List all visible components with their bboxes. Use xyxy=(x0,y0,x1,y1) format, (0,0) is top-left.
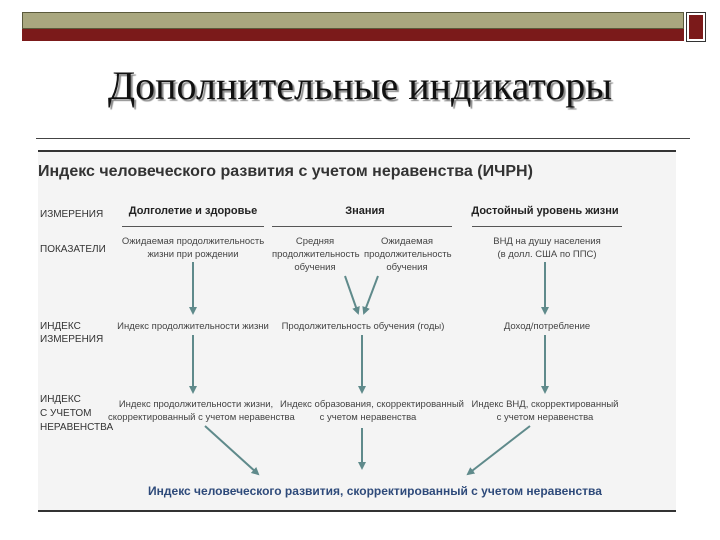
title-divider xyxy=(36,138,690,139)
index-health: Индекс продолжительности жизни xyxy=(117,321,269,332)
indicator-knowledge-mean-line-1: Средняя xyxy=(295,236,335,247)
slide-title: Дополнительные индикаторы xyxy=(107,63,613,108)
indicator-knowledge-mean: Средняя продолжительность обучения xyxy=(272,235,360,274)
header-bar-maroon xyxy=(22,29,684,41)
adjusted-index-knowledge: Индекс образования, скорректированный с … xyxy=(280,398,464,424)
dimension-knowledge: Знания xyxy=(345,205,385,217)
dimension-living: Достойный уровень жизни xyxy=(471,205,619,217)
row-label-indicators: ПОКАЗАТЕЛИ xyxy=(40,244,106,255)
adjusted-index-living-line-1: Индекс ВНД, скорректированный xyxy=(471,399,619,410)
diagram-panel xyxy=(38,150,676,512)
row-label-ineq-3: НЕРАВЕНСТВА xyxy=(40,422,114,433)
indicator-health-line-1: Ожидаемая продолжительность xyxy=(121,236,265,247)
arrow-health-adjusted-to-result xyxy=(204,425,260,476)
row-label-ineq-1: ИНДЕКС xyxy=(40,394,81,405)
adjusted-index-living-line-2: с учетом неравенства xyxy=(496,412,594,423)
adjusted-index-knowledge-line-2: с учетом неравенства xyxy=(319,412,417,423)
dimension-health: Долголетие и здоровье xyxy=(128,205,258,217)
result-index: Индекс человеческого развития, скорректи… xyxy=(148,484,602,498)
row-label-ineq-2: С УЧЕТОМ xyxy=(40,408,92,419)
dimension-knowledge-underline xyxy=(272,226,452,227)
indicator-knowledge-expected: Ожидаемая продолжительность обучения xyxy=(364,235,452,274)
adjusted-index-health-line-2: скорректированный с учетом неравенства xyxy=(108,412,295,423)
diagram-heading: Индекс человеческого развития с учетом н… xyxy=(38,163,533,180)
adjusted-index-living: Индекс ВНД, скорректированный с учетом н… xyxy=(470,398,620,424)
arrow-knowledge-expected-to-index xyxy=(362,275,379,315)
adjusted-index-health-line-1: Индекс продолжительности жизни, xyxy=(118,399,274,410)
header-square-decoration xyxy=(686,12,706,42)
row-label-index-2: ИЗМЕРЕНИЯ xyxy=(40,334,104,345)
indicator-knowledge-expected-line-3: обучения xyxy=(386,262,428,273)
indicator-health: Ожидаемая продолжительность жизни при ро… xyxy=(110,235,276,261)
indicator-living-line-2: (в долл. США по ППС) xyxy=(497,249,597,260)
header-square-inner xyxy=(689,15,703,39)
dimension-living-underline xyxy=(472,226,622,227)
indicator-knowledge-expected-line-2: продолжительность xyxy=(364,249,452,260)
row-label-index-1: ИНДЕКС xyxy=(40,321,81,332)
indicator-health-line-2: жизни при рождении xyxy=(147,249,239,260)
adjusted-index-health: Индекс продолжительности жизни, скоррект… xyxy=(108,398,295,424)
indicator-knowledge-mean-line-2: продолжительность xyxy=(272,249,360,260)
index-knowledge: Продолжительность обучения (годы) xyxy=(281,321,445,332)
arrow-knowledge-mean-to-index xyxy=(344,275,360,315)
dimension-health-underline xyxy=(122,226,264,227)
indicator-living: ВНД на душу населения (в долл. США по ПП… xyxy=(472,235,622,261)
header-bar-olive xyxy=(22,12,684,29)
indicator-knowledge-mean-line-3: обучения xyxy=(294,262,336,273)
arrow-living-adjusted-to-result xyxy=(466,425,531,476)
indicator-living-line-1: ВНД на душу населения xyxy=(493,236,601,247)
indicator-knowledge-expected-line-1: Ожидаемая xyxy=(380,236,434,247)
adjusted-index-knowledge-line-1: Индекс образования, скорректированный xyxy=(280,399,464,410)
index-living: Доход/потребление xyxy=(503,321,591,332)
row-label-dimensions: ИЗМЕРЕНИЯ xyxy=(40,209,104,220)
